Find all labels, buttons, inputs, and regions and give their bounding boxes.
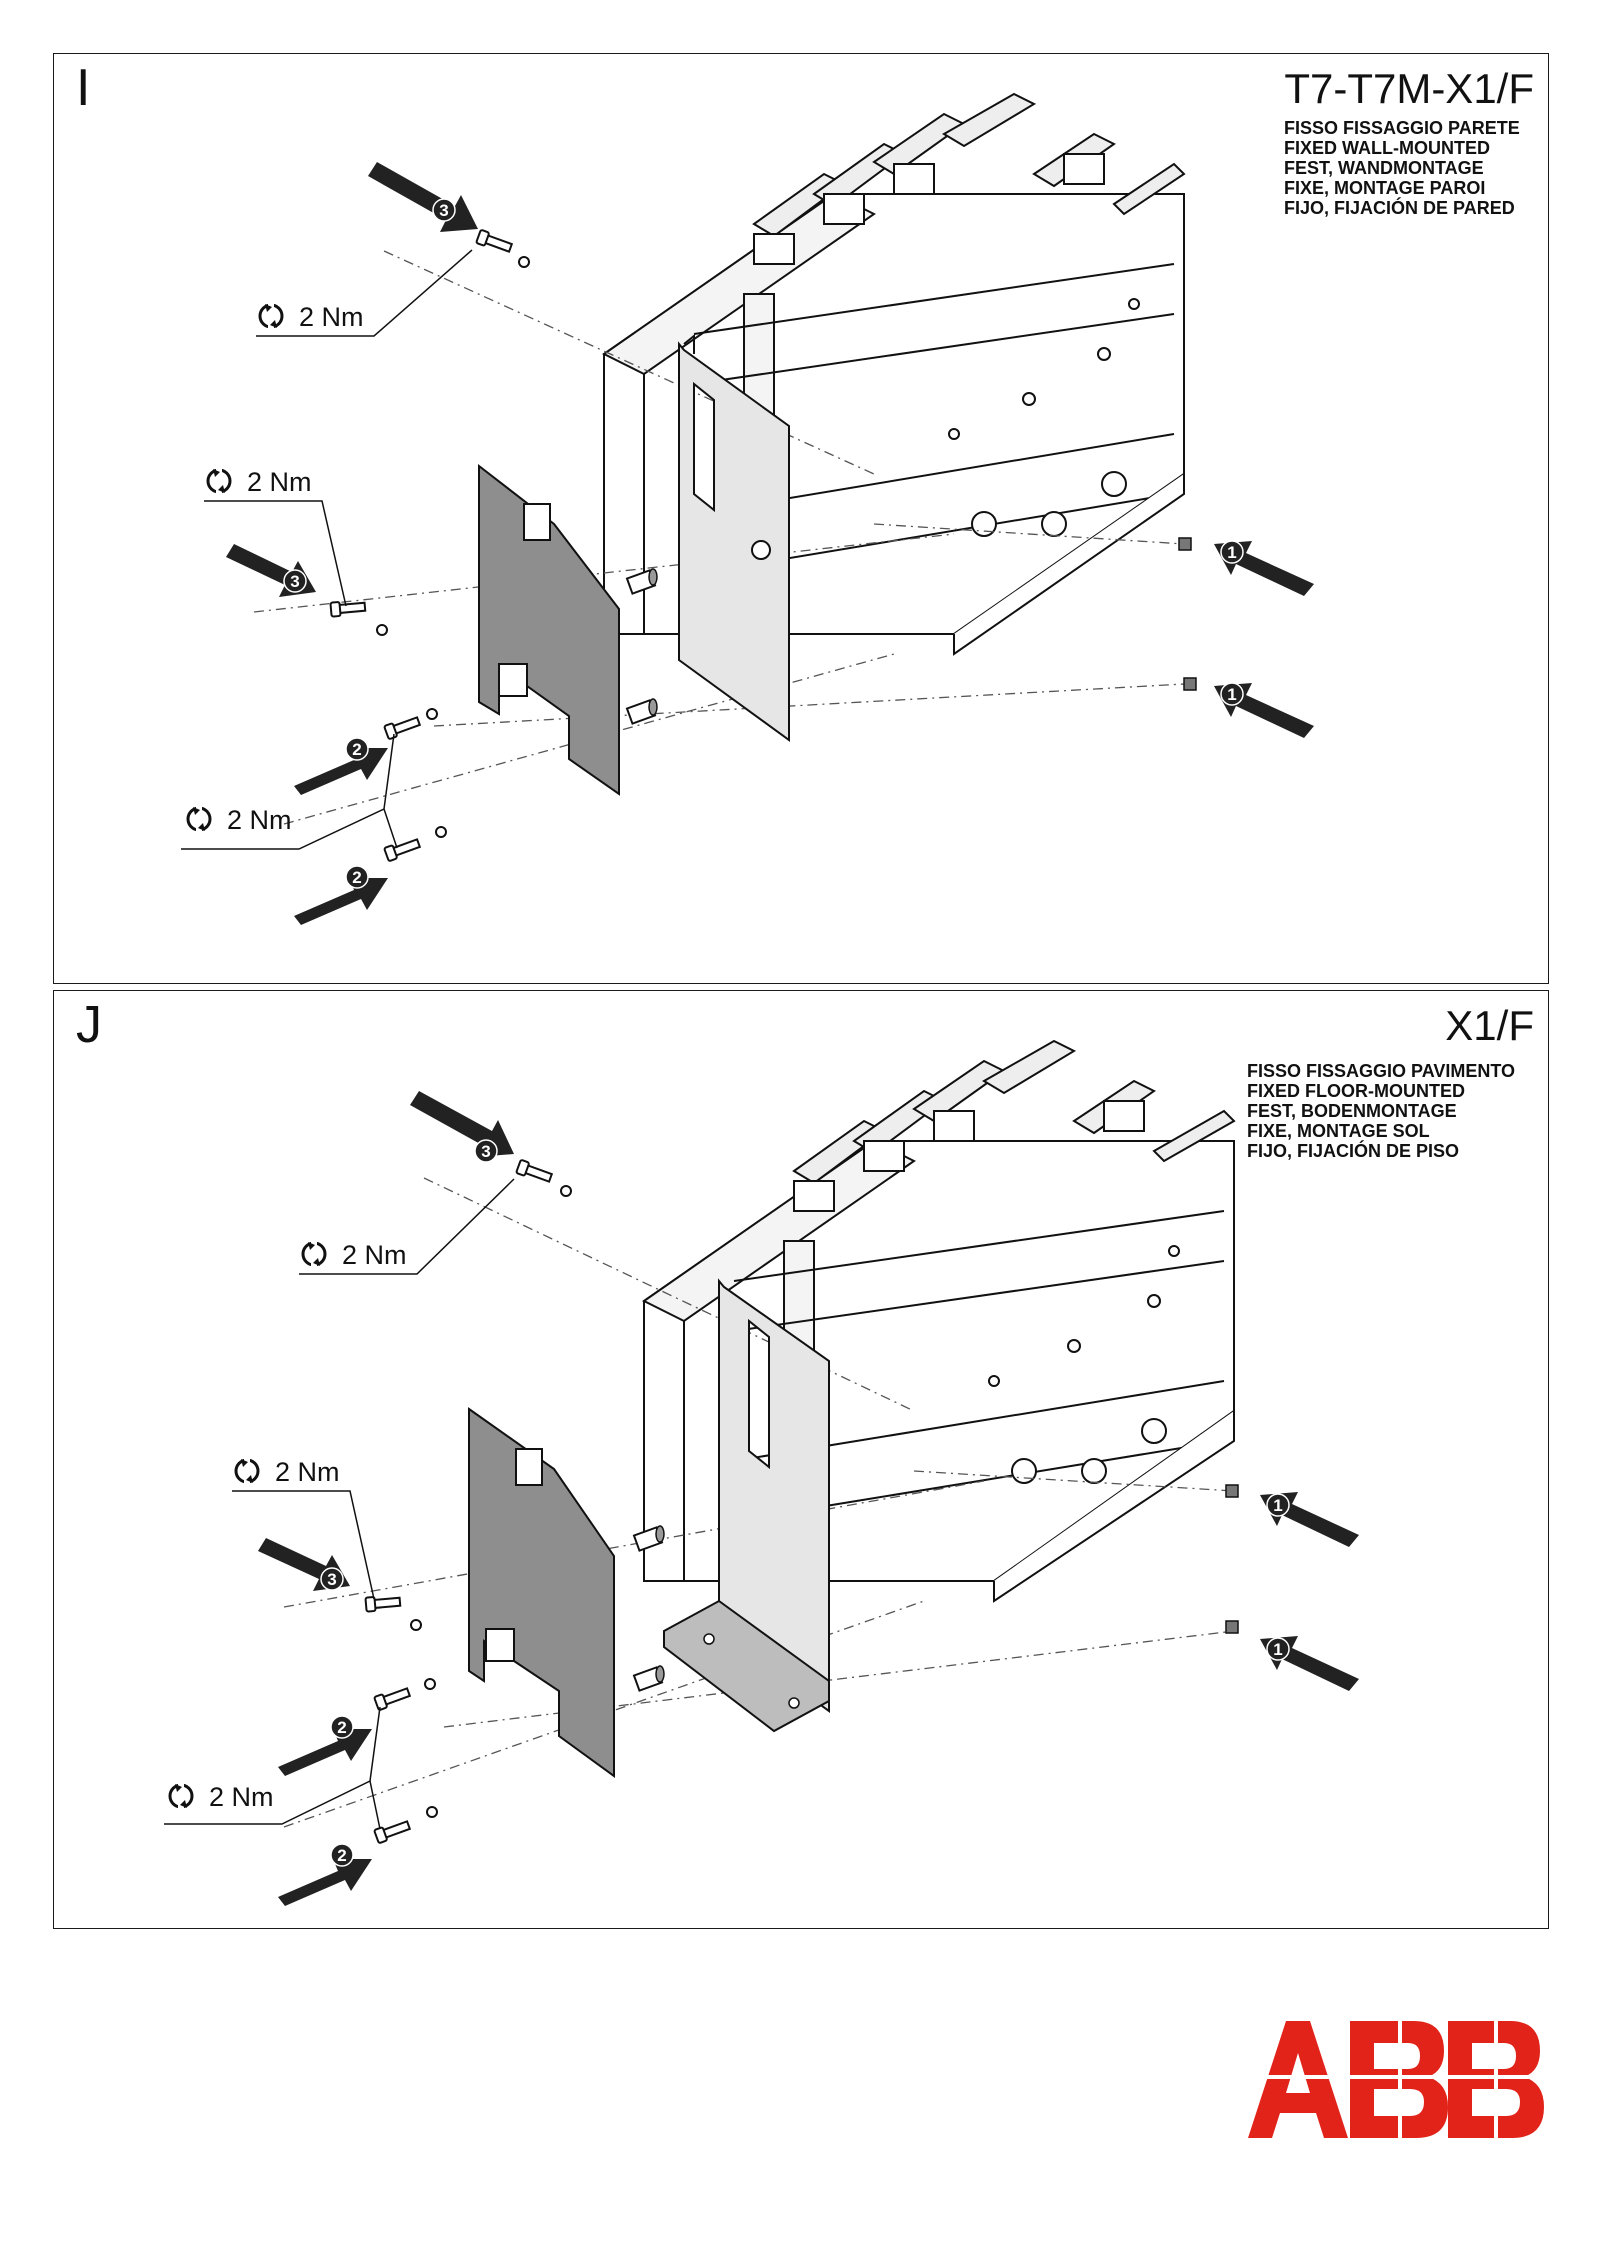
- exploded-assembly-drawing: 2 Nm 2 Nm 2 Nm 3 3 2: [164, 1039, 1359, 1906]
- step-arrow-1: 1: [1214, 682, 1314, 738]
- description-fr: FIXE, MONTAGE SOL: [1247, 1121, 1430, 1141]
- step-number: 2: [352, 868, 361, 887]
- step-arrow-1: 1: [1260, 1492, 1359, 1547]
- screw: [329, 598, 388, 636]
- panel-title: X1/F: [1445, 1002, 1534, 1049]
- step-number: 2: [337, 1718, 346, 1737]
- screw: [515, 1158, 572, 1197]
- plate-window: [523, 503, 551, 541]
- step-arrow-2: 2: [294, 737, 388, 795]
- step-arrow-3: 3: [226, 544, 316, 597]
- step-arrow-1: 1: [1214, 540, 1314, 596]
- spacer: [625, 568, 658, 595]
- step-arrow-2: 2: [278, 1715, 372, 1776]
- torque-value: 2 Nm: [227, 805, 292, 835]
- mounting-description: FISSO FISSAGGIO PAVIMENTO FIXED FLOOR-MO…: [1247, 1061, 1515, 1161]
- panel-title: T7-T7M-X1/F: [1284, 65, 1534, 112]
- nut: [1178, 537, 1192, 551]
- torque-callout: 2 Nm: [299, 1178, 515, 1275]
- step-arrow-2: 2: [294, 865, 388, 925]
- abb-logo: [1248, 2021, 1544, 2138]
- step-number: 1: [1273, 1496, 1282, 1515]
- torque-icon: [301, 1238, 327, 1270]
- torque-callout: 2 Nm: [204, 465, 347, 607]
- torque-callout: 2 Nm: [181, 733, 398, 850]
- step-number: 1: [1227, 685, 1236, 704]
- description-de: FEST, BODENMONTAGE: [1247, 1101, 1457, 1121]
- spacer: [632, 1525, 665, 1552]
- torque-callout: 2 Nm: [232, 1455, 375, 1600]
- screw: [373, 1806, 438, 1845]
- mounting-plate: [468, 1407, 615, 1778]
- torque-value: 2 Nm: [209, 1782, 274, 1812]
- description-it: FISSO FISSAGGIO PARETE: [1284, 118, 1520, 138]
- plate-cutout: [498, 663, 528, 697]
- screw: [383, 708, 438, 741]
- screw: [475, 228, 530, 268]
- step-arrow-3: 3: [410, 1091, 514, 1163]
- exploded-assembly-drawing: 2 Nm 2 Nm 2 Nm 3 3 2: [181, 92, 1314, 925]
- step-number: 3: [290, 572, 299, 591]
- torque-value: 2 Nm: [342, 1240, 407, 1270]
- nut: [1225, 1484, 1239, 1498]
- torque-icon: [234, 1455, 260, 1487]
- step-number: 3: [327, 1570, 336, 1589]
- bracket-tab: [683, 333, 695, 354]
- screw: [364, 1593, 422, 1631]
- description-en: FIXED FLOOR-MOUNTED: [1247, 1081, 1465, 1101]
- step-number: 1: [1227, 543, 1236, 562]
- mounting-description: FISSO FISSAGGIO PARETE FIXED WALL-MOUNTE…: [1284, 118, 1520, 218]
- torque-icon: [186, 803, 212, 835]
- panel-letter: I: [76, 59, 91, 117]
- step-number: 3: [439, 201, 448, 220]
- torque-icon: [258, 300, 284, 332]
- floor-bracket: [718, 1278, 830, 1713]
- torque-icon: [168, 1780, 194, 1812]
- panel-letter: J: [76, 996, 102, 1054]
- panel-j: J X1/F FISSO FISSAGGIO PAVIMENTO FIXED F…: [53, 990, 1549, 1929]
- description-es: FIJO, FIJACIÓN DE PISO: [1247, 1141, 1460, 1161]
- panel-i: I T7-T7M-X1/F FISSO FISSAGGIO PARETE FIX…: [53, 53, 1549, 984]
- step-number: 3: [481, 1142, 490, 1161]
- step-number: 2: [352, 740, 361, 759]
- foot-hole: [703, 1633, 715, 1645]
- step-number: 2: [337, 1846, 346, 1865]
- plate-cutout: [485, 1628, 515, 1662]
- torque-callout: 2 Nm: [256, 249, 473, 337]
- torque-callout: 2 Nm: [164, 1706, 381, 1830]
- step-arrow-3: 3: [368, 162, 478, 232]
- step-arrow-3: 3: [258, 1538, 350, 1591]
- screw: [383, 826, 447, 863]
- torque-value: 2 Nm: [247, 467, 312, 497]
- step-arrow-2: 2: [278, 1843, 372, 1906]
- description-en: FIXED WALL-MOUNTED: [1284, 138, 1490, 158]
- bracket-hole: [751, 540, 771, 560]
- screw: [373, 1678, 436, 1712]
- plate-window: [515, 1448, 543, 1486]
- spacer: [632, 1665, 665, 1692]
- description-fr: FIXE, MONTAGE PAROI: [1284, 178, 1486, 198]
- mounting-plate: [478, 463, 620, 796]
- foot-hole: [788, 1697, 800, 1709]
- description-es: FIJO, FIJACIÓN DE PARED: [1284, 198, 1515, 218]
- step-number: 1: [1273, 1640, 1282, 1659]
- adapter-bracket: [678, 341, 790, 742]
- description-de: FEST, WANDMONTAGE: [1284, 158, 1484, 178]
- nut: [1225, 1620, 1239, 1634]
- nut: [1183, 677, 1197, 691]
- torque-value: 2 Nm: [299, 302, 364, 332]
- description-it: FISSO FISSAGGIO PAVIMENTO: [1247, 1061, 1516, 1081]
- spacer: [625, 698, 658, 725]
- torque-icon: [206, 465, 232, 497]
- bracket-foot: [663, 1599, 830, 1733]
- torque-value: 2 Nm: [275, 1457, 340, 1487]
- step-arrow-1: 1: [1260, 1636, 1359, 1691]
